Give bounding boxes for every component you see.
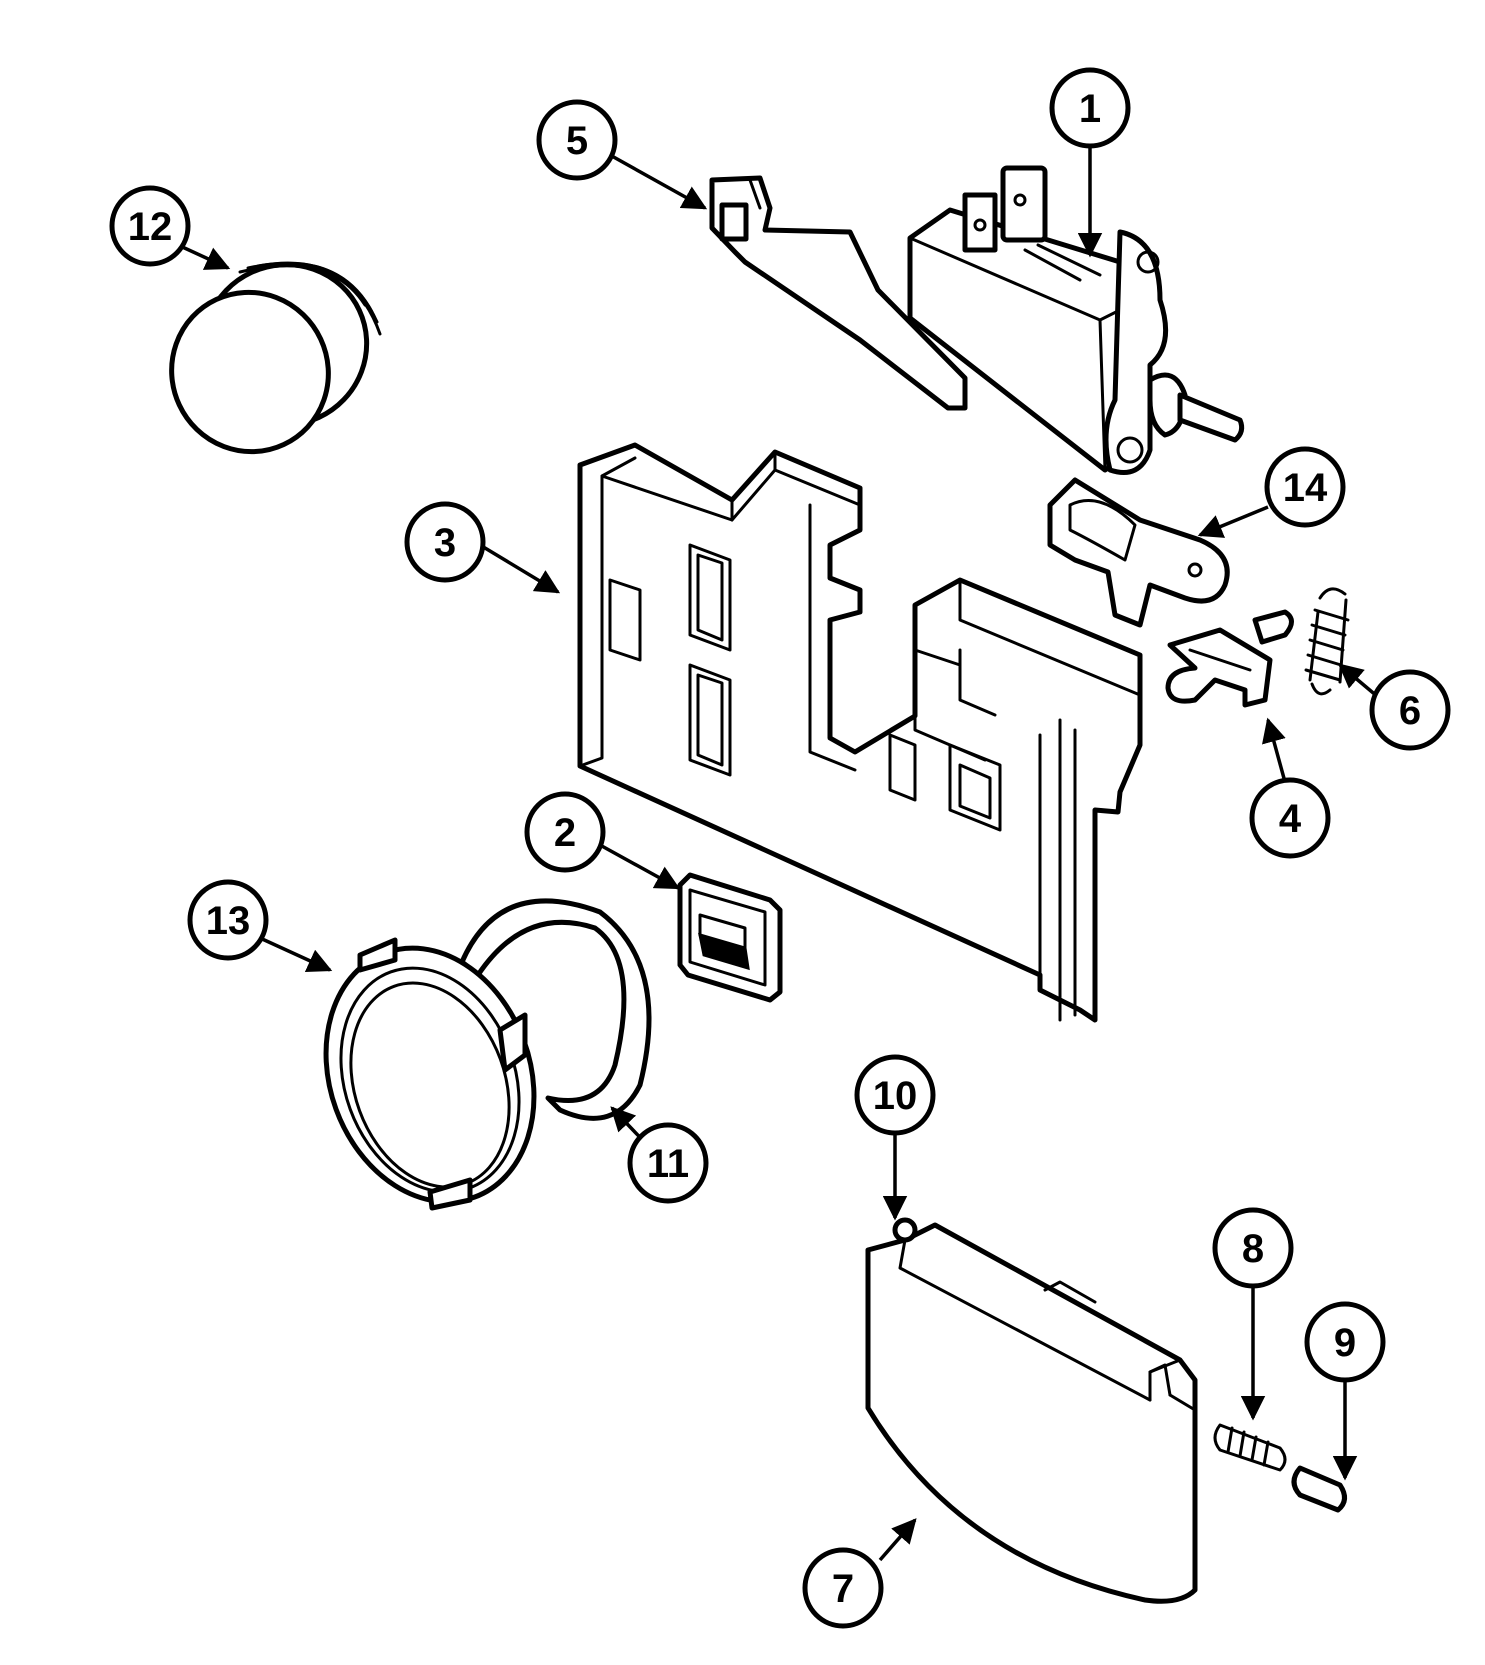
part-12-knob-cap (169, 261, 382, 455)
leader-12 (177, 243, 231, 270)
leader-14 (1197, 505, 1269, 538)
part-5-actuator-lever (709, 175, 968, 411)
callout-12: 12 (109, 185, 191, 267)
callout-6: 6 (1369, 669, 1451, 751)
callout-10: 10 (854, 1054, 936, 1136)
callout-label: 13 (206, 899, 251, 943)
callout-label: 8 (1242, 1227, 1264, 1271)
part-3-main-bracket (577, 442, 1143, 1023)
leader-6 (1338, 663, 1380, 699)
callout-1: 1 (1049, 67, 1131, 149)
callout-8: 8 (1212, 1207, 1294, 1289)
part-1-switch (907, 165, 1245, 475)
leader-13 (259, 936, 333, 972)
part-11-split-ring (459, 898, 652, 1121)
part-7-cover (865, 1217, 1198, 1604)
callout-2: 2 (524, 791, 606, 873)
callout-label: 4 (1279, 797, 1302, 841)
callout-label: 11 (647, 1142, 689, 1186)
callout-label: 10 (873, 1074, 918, 1118)
part-4-clip (1165, 609, 1294, 708)
callout-13: 13 (187, 879, 269, 961)
leader-2 (599, 843, 681, 890)
leader-3 (479, 543, 561, 594)
part-14-cam (1047, 477, 1230, 628)
callout-label: 3 (434, 521, 456, 565)
part-9-pin (1291, 1465, 1347, 1513)
leader-5 (609, 153, 708, 210)
callout-label: 1 (1079, 87, 1101, 131)
callout-label: 5 (566, 119, 588, 163)
callout-7: 7 (802, 1547, 884, 1629)
leader-lines (177, 147, 1380, 1562)
callout-5: 5 (536, 99, 618, 181)
callout-11: 11 (627, 1122, 709, 1204)
part-13-bezel-ring (323, 937, 537, 1211)
callout-label: 9 (1334, 1321, 1356, 1365)
leader-4 (1262, 717, 1287, 783)
callout-label: 7 (832, 1567, 854, 1611)
callout-4: 4 (1249, 777, 1331, 859)
callout-9: 9 (1304, 1301, 1386, 1383)
callout-3: 3 (404, 501, 486, 583)
callout-label: 14 (1283, 466, 1328, 510)
part-2-button (677, 872, 783, 1003)
callout-label: 6 (1399, 689, 1421, 733)
callout-label: 2 (554, 811, 576, 855)
callout-14: 14 (1264, 446, 1346, 528)
part-8-spring (1213, 1423, 1287, 1472)
leader-7 (878, 1518, 917, 1562)
part-6-spring (1304, 587, 1350, 696)
callout-label: 12 (128, 205, 173, 249)
